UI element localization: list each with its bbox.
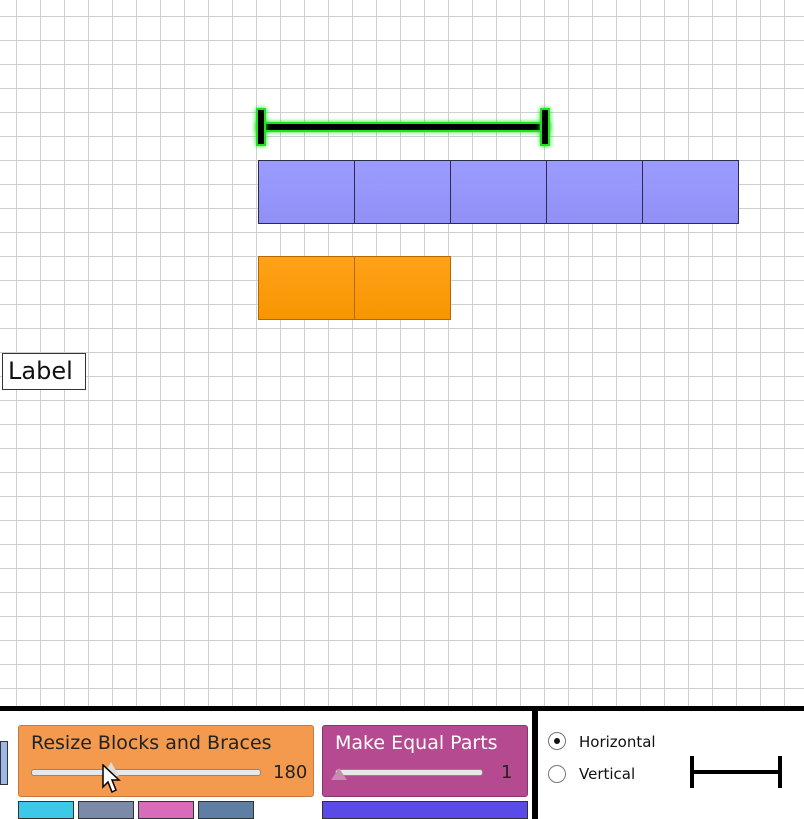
equal-parts-slider[interactable] (335, 769, 483, 776)
resize-slider[interactable] (31, 769, 261, 776)
resize-panel: Resize Blocks and Braces 180 (18, 725, 314, 797)
horizontal-brace-icon (690, 756, 782, 788)
orange-block[interactable] (354, 256, 451, 320)
brace-bar (258, 124, 548, 130)
grid-blocks-tool[interactable] (198, 801, 254, 819)
blue-bar-tool[interactable] (322, 801, 528, 819)
equal-parts-slider-thumb[interactable] (331, 768, 347, 780)
purple-block[interactable] (642, 160, 739, 224)
mouse-cursor-icon (102, 764, 121, 794)
pink-blocks-tool[interactable] (138, 801, 194, 819)
brace-tool[interactable] (78, 801, 134, 819)
purple-block[interactable] (450, 160, 547, 224)
brace-left-cap (258, 110, 264, 144)
cyan-block-tool[interactable] (18, 801, 74, 819)
orientation-panel: Horizontal Vertical (532, 711, 804, 819)
vertical-label[interactable]: Vertical (579, 765, 636, 783)
orange-block[interactable] (258, 256, 355, 320)
resize-title: Resize Blocks and Braces (31, 732, 272, 754)
equal-parts-title: Make Equal Parts (335, 732, 498, 754)
selected-brace[interactable] (258, 110, 548, 144)
vertical-radio[interactable] (548, 765, 566, 783)
purple-block[interactable] (258, 160, 355, 224)
bottom-toolbar: Resize Blocks and Braces 180 Make Equal … (0, 706, 804, 819)
grid-workspace[interactable]: Label (0, 0, 804, 706)
resize-value: 180 (273, 762, 308, 783)
purple-block[interactable] (546, 160, 643, 224)
equal-parts-panel: Make Equal Parts 1 (322, 725, 528, 797)
horizontal-radio[interactable] (548, 732, 566, 750)
text-label[interactable]: Label (2, 353, 86, 390)
left-edge-tool[interactable] (0, 741, 8, 785)
equal-parts-value: 1 (501, 762, 513, 783)
brace-right-cap (542, 110, 548, 144)
purple-block[interactable] (354, 160, 451, 224)
horizontal-label[interactable]: Horizontal (579, 733, 656, 751)
